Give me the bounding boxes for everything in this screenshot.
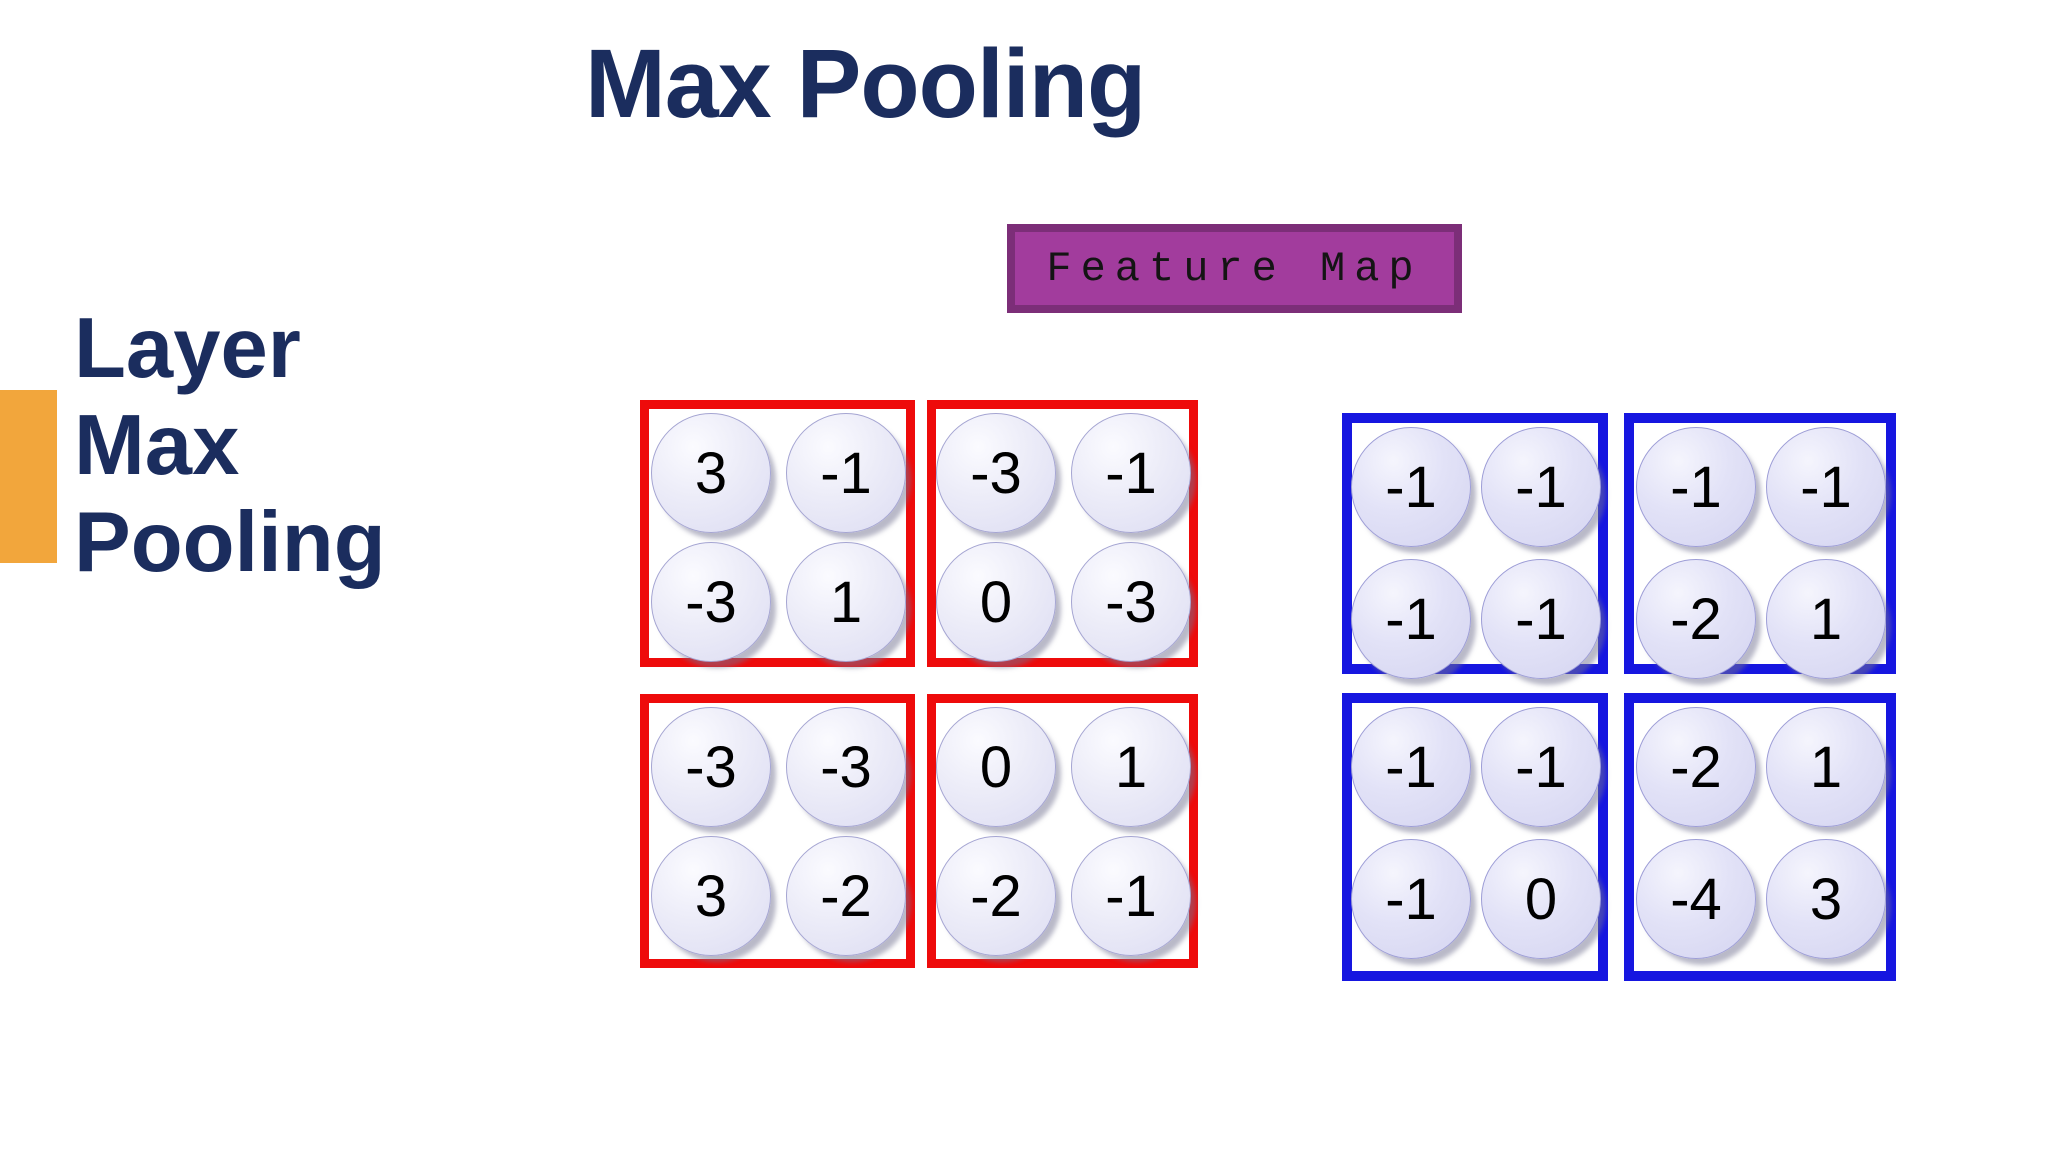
feature-map-2-box-3: -1 -1 -1 0	[1342, 693, 1608, 981]
pooling-cell: -3	[651, 542, 771, 662]
pooling-cell: 1	[786, 542, 906, 662]
pooling-cell: 1	[1071, 707, 1191, 827]
pooling-cell: 3	[651, 413, 771, 533]
pooling-cell: -1	[1351, 707, 1471, 827]
pooling-cell: 3	[1766, 839, 1886, 959]
feature-map-1-box-4: 0 1 -2 -1	[927, 694, 1198, 968]
pooling-cell: 3	[651, 836, 771, 956]
pooling-cell: -2	[786, 836, 906, 956]
pooling-cell: -2	[936, 836, 1056, 956]
accent-bar	[0, 390, 57, 563]
feature-map-2-box-1: -1 -1 -1 -1	[1342, 413, 1608, 679]
pooling-cell: -1	[1351, 559, 1471, 679]
feature-map-1-box-2: -3 -1 0 -3	[927, 400, 1198, 667]
pooling-cell: -1	[1481, 707, 1601, 827]
pooling-cell: -1	[1071, 413, 1191, 533]
pooling-cell: -3	[1071, 542, 1191, 662]
pooling-cell: -1	[1351, 839, 1471, 959]
feature-map-2-box-2: -1 -1 -2 1	[1624, 413, 1896, 679]
feature-map-1-box-3: -3 -3 3 -2	[640, 694, 915, 968]
pooling-cell: -4	[1636, 839, 1756, 959]
pooling-cell: -1	[1636, 427, 1756, 547]
pooling-cell: -3	[786, 707, 906, 827]
pooling-cell: -1	[1351, 427, 1471, 547]
page-title: Max Pooling	[585, 29, 1146, 138]
pooling-cell: -1	[1766, 427, 1886, 547]
feature-map-label: Feature Map	[1046, 244, 1423, 293]
pooling-cell: -1	[1071, 836, 1191, 956]
pooling-cell: -2	[1636, 707, 1756, 827]
pooling-cell: -1	[1481, 559, 1601, 679]
pooling-cell: -1	[1481, 427, 1601, 547]
side-label: Layer Max Pooling	[74, 301, 386, 590]
feature-map-1-box-1: 3 -1 -3 1	[640, 400, 915, 667]
pooling-cell: -3	[936, 413, 1056, 533]
pooling-cell: -2	[1636, 559, 1756, 679]
pooling-cell: -1	[786, 413, 906, 533]
pooling-cell: -3	[651, 707, 771, 827]
pooling-cell: 0	[936, 542, 1056, 662]
pooling-cell: 1	[1766, 559, 1886, 679]
pooling-cell: 1	[1766, 707, 1886, 827]
feature-map-tag: Feature Map	[1007, 224, 1462, 313]
feature-map-2-box-4: -2 1 -4 3	[1624, 693, 1896, 981]
pooling-cell: 0	[936, 707, 1056, 827]
pooling-cell: 0	[1481, 839, 1601, 959]
